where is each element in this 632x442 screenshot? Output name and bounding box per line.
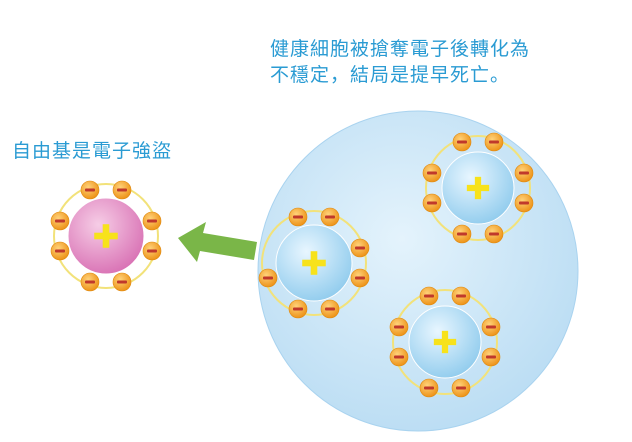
electron <box>112 272 132 292</box>
free-radical-atom <box>50 180 162 292</box>
electron <box>452 224 472 244</box>
electron <box>350 268 370 288</box>
electron <box>320 207 340 227</box>
electron <box>142 211 162 231</box>
nucleus-plus-sign <box>433 330 457 354</box>
electron <box>112 180 132 200</box>
electron <box>80 272 100 292</box>
nucleus-plus-sign <box>94 224 118 248</box>
electron <box>422 193 442 213</box>
electron <box>451 286 471 306</box>
healthy-cell-caption-line-1: 健康細胞被搶奪電子後轉化為 <box>270 38 531 60</box>
electron <box>80 180 100 200</box>
electron <box>419 286 439 306</box>
nucleus-plus-sign <box>302 251 326 275</box>
electron <box>484 224 504 244</box>
electron-transfer-arrow <box>178 222 257 262</box>
electron-orbit <box>392 289 498 395</box>
electron <box>320 299 340 319</box>
electron <box>481 347 501 367</box>
electron <box>514 193 534 213</box>
electron <box>50 241 70 261</box>
electron <box>350 238 370 258</box>
electron-orbit <box>425 135 531 241</box>
free-radical-caption: 自由基是電子強盜 <box>12 140 173 162</box>
unstable-cell-atom-losing-electron <box>258 207 370 319</box>
electron <box>419 378 439 398</box>
electron-orbit <box>261 210 367 316</box>
healthy-cell-atom-bottom <box>389 286 501 398</box>
electron-orbit <box>53 183 159 289</box>
electron <box>484 132 504 152</box>
healthy-cell-caption: 健康細胞被搶奪電子後轉化為 不穩定，結局是提早死亡。 <box>270 36 610 88</box>
nucleus-plus-sign <box>466 176 490 200</box>
electron <box>422 163 442 183</box>
healthy-cell-caption-line-2: 不穩定，結局是提早死亡。 <box>270 64 511 86</box>
electron <box>142 241 162 261</box>
electron <box>481 317 501 337</box>
electron <box>389 317 409 337</box>
electron <box>452 132 472 152</box>
electron <box>514 163 534 183</box>
electron <box>389 347 409 367</box>
electron <box>258 268 278 288</box>
healthy-cell-atom-top <box>422 132 534 244</box>
electron <box>451 378 471 398</box>
electron <box>288 299 308 319</box>
electron <box>50 211 70 231</box>
electron <box>288 207 308 227</box>
